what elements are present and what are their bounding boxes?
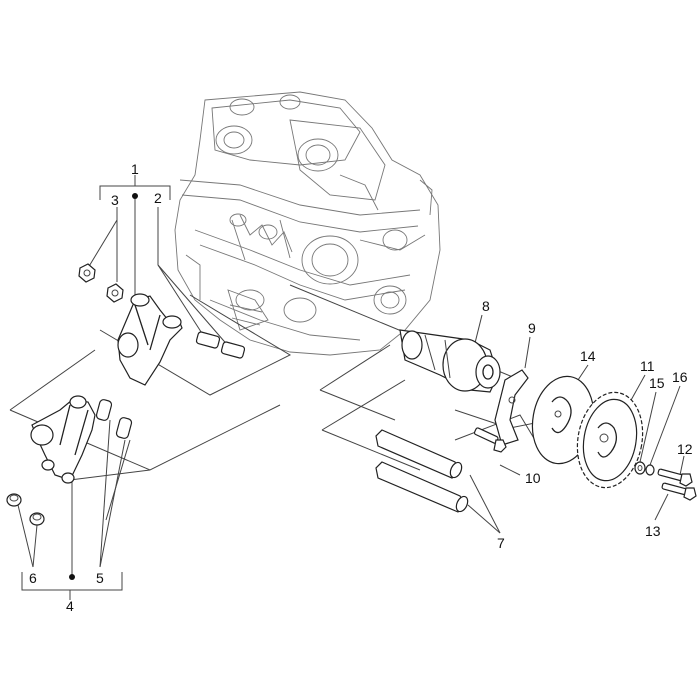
- bolt-13: [661, 482, 697, 501]
- rocker-shaft-a: [375, 429, 463, 479]
- callout-6: 6: [29, 570, 37, 586]
- callout-8: 8: [482, 298, 490, 314]
- callout-7: 7: [497, 535, 505, 551]
- washer-15: [634, 461, 646, 475]
- camshaft: [399, 329, 501, 393]
- callout-4: 4: [66, 598, 74, 614]
- callout-11: 11: [640, 358, 655, 374]
- pin-5b: [115, 417, 133, 439]
- adjuster-screw-2a: [195, 331, 221, 349]
- callout-3: 3: [111, 192, 119, 208]
- assembly-dot-1: [132, 193, 138, 199]
- callout-13: 13: [645, 523, 661, 539]
- bolt-12: [657, 468, 693, 487]
- callout-12: 12: [677, 441, 693, 457]
- cap-6b: [29, 512, 45, 526]
- cam-sprocket: [576, 391, 644, 489]
- callout-9: 9: [528, 320, 536, 336]
- callout-10: 10: [525, 470, 541, 486]
- rocker-arm-upper: [117, 293, 183, 386]
- rocker-shaft-b: [375, 461, 469, 513]
- cap-6a: [6, 493, 22, 507]
- adjuster-screw-2b: [220, 341, 246, 359]
- nut-3a: [78, 263, 96, 283]
- callout-16: 16: [672, 369, 688, 385]
- decompressor-lever: [494, 369, 529, 446]
- bolt-10: [473, 427, 507, 453]
- callout-2: 2: [154, 190, 162, 206]
- callout-5: 5: [96, 570, 104, 586]
- nut-3b: [106, 283, 124, 303]
- callout-14: 14: [580, 348, 596, 364]
- callout-1: 1: [131, 161, 139, 177]
- cylinder-head: [174, 91, 441, 356]
- washer-16: [645, 464, 655, 476]
- rocker-arm-lower: [30, 395, 96, 484]
- callout-15: 15: [649, 375, 665, 391]
- pin-5a: [95, 399, 113, 421]
- assembly-dot-4: [69, 574, 75, 580]
